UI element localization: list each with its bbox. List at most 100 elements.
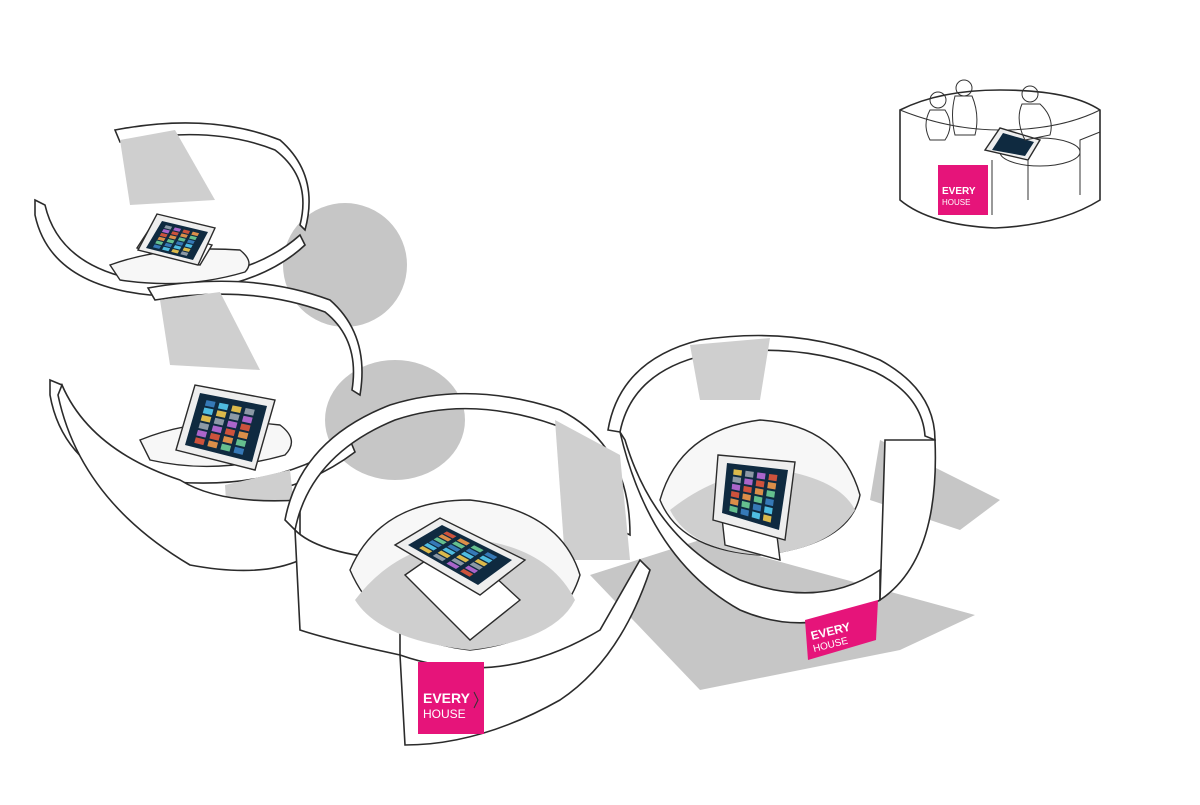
app-tile — [233, 446, 245, 455]
app-tile — [179, 233, 188, 238]
app-tile — [215, 410, 227, 418]
app-tile — [731, 483, 741, 491]
app-tile — [202, 407, 214, 416]
app-tile — [184, 243, 193, 248]
brand-line2-3: HOUSE — [423, 707, 466, 721]
inset-booth-sketch: EVERY HOUSE — [899, 79, 1101, 229]
app-tile — [166, 238, 175, 244]
brand-logo-4 — [805, 600, 878, 660]
brand-logo-3 — [418, 662, 484, 734]
booth-2 — [49, 280, 363, 572]
app-tile — [767, 482, 777, 490]
app-tile — [460, 551, 475, 560]
app-tile — [754, 487, 764, 496]
app-tile — [180, 251, 189, 256]
app-tile — [464, 565, 479, 574]
app-tile — [484, 552, 498, 560]
app-tile — [743, 485, 752, 494]
app-tile — [230, 405, 242, 413]
app-tile — [752, 503, 762, 512]
app-tile — [228, 412, 240, 421]
app-tile — [465, 548, 479, 556]
app-tile — [456, 554, 470, 563]
screen-tiles-1 — [152, 225, 200, 256]
app-tile — [729, 505, 738, 514]
app-tile — [437, 550, 451, 559]
inset-brand-panel: EVERY HOUSE — [938, 165, 988, 215]
app-tile — [744, 478, 753, 486]
app-tile — [744, 470, 754, 478]
app-tile — [191, 231, 200, 237]
app-tile — [189, 235, 197, 241]
app-tile — [447, 544, 461, 552]
app-tile — [164, 225, 173, 230]
app-tile — [209, 432, 221, 441]
app-tile — [175, 241, 184, 246]
booth-4: EVERY HOUSE — [607, 334, 937, 660]
app-tile — [768, 473, 778, 482]
brand-panel-3: EVERY HOUSE — [418, 662, 484, 734]
app-tile — [742, 493, 751, 501]
app-tile — [474, 558, 488, 567]
app-tile — [161, 229, 170, 234]
app-tile — [217, 402, 229, 411]
app-tile — [763, 506, 773, 515]
app-tile — [460, 568, 474, 577]
app-tile — [428, 540, 442, 548]
app-tile — [451, 558, 465, 566]
app-tile — [241, 415, 253, 424]
kiosk-screen-1 — [146, 221, 208, 260]
app-tile — [433, 537, 447, 545]
app-tile — [244, 407, 255, 416]
app-tile — [239, 423, 251, 432]
app-tile — [452, 541, 466, 549]
app-tile — [162, 246, 171, 252]
app-tile — [173, 227, 182, 232]
app-tile — [766, 490, 776, 498]
app-tile — [155, 240, 164, 246]
app-tile — [732, 476, 742, 484]
inset-brand-line1: EVERY — [942, 186, 976, 197]
app-tile — [762, 514, 772, 523]
app-tile — [168, 235, 177, 240]
app-tile — [152, 244, 161, 249]
app-tile — [741, 500, 750, 509]
booth-1 — [34, 122, 310, 296]
brand-panel-4: EVERY HOUSE — [805, 600, 878, 660]
app-tile — [469, 562, 483, 570]
app-tile — [765, 498, 774, 507]
app-tile — [171, 248, 180, 254]
app-tile — [226, 420, 238, 429]
app-tile — [222, 435, 234, 444]
app-tile — [213, 417, 225, 426]
app-tile — [204, 400, 216, 408]
app-tile — [470, 545, 484, 553]
app-tile — [438, 534, 452, 542]
app-tile — [220, 443, 232, 452]
brand-line1-3: EVERY — [423, 690, 471, 706]
app-tile — [446, 561, 460, 570]
app-tile — [182, 247, 191, 252]
app-tile — [733, 469, 743, 476]
app-tile — [211, 425, 223, 434]
app-tile — [730, 498, 739, 506]
app-tile — [756, 472, 766, 480]
screen-tiles-3 — [419, 531, 498, 577]
app-tile — [198, 422, 210, 431]
app-tile — [740, 508, 750, 517]
screen-tiles-4 — [729, 469, 778, 523]
app-tile — [751, 511, 761, 520]
app-tile — [442, 547, 456, 555]
app-tile — [419, 545, 433, 554]
app-tile — [196, 429, 208, 438]
app-tile — [432, 553, 446, 562]
app-tile — [173, 245, 182, 250]
app-tile — [235, 439, 247, 448]
app-tile — [182, 229, 191, 234]
app-tile — [224, 428, 236, 437]
app-tile — [443, 531, 457, 539]
app-tile — [730, 490, 740, 499]
app-tile — [159, 232, 168, 238]
app-tile — [194, 437, 205, 446]
